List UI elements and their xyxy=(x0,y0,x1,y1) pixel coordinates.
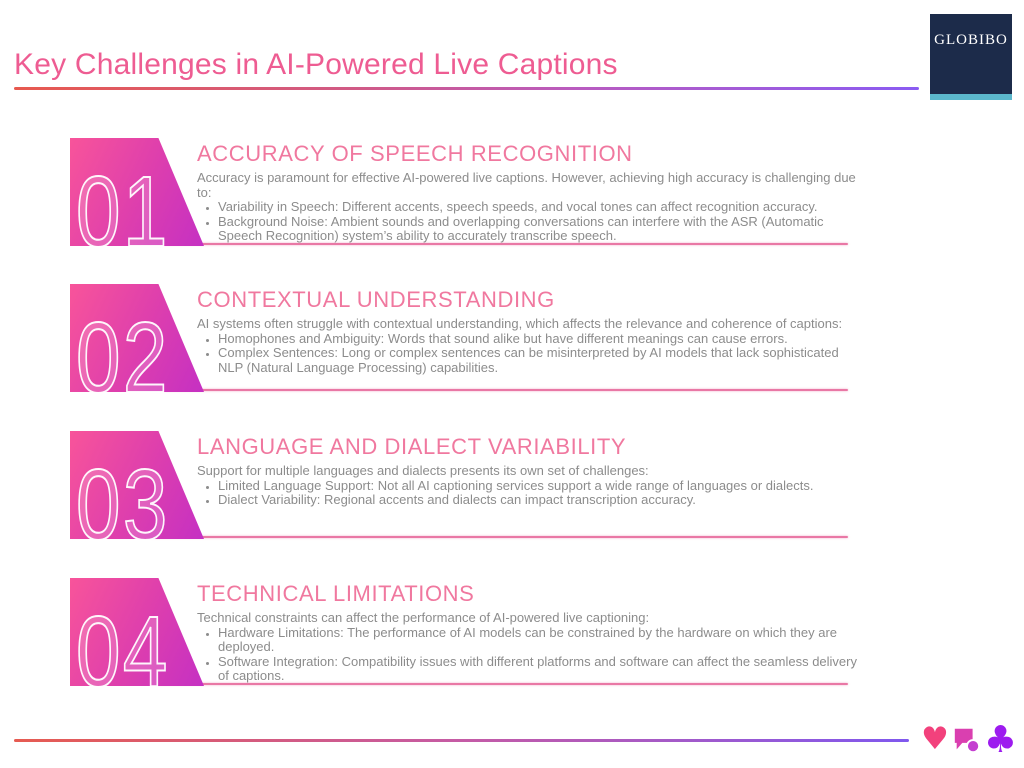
challenge-section-4: 04 TECHNICAL LIMITATIONS Technical const… xyxy=(0,578,1024,703)
section-content: TECHNICAL LIMITATIONS Technical constrai… xyxy=(197,581,859,684)
section-number: 04 xyxy=(75,596,170,708)
section-intro: Technical constraints can affect the per… xyxy=(197,610,650,625)
header-gradient-rule xyxy=(14,87,919,90)
globibo-logo: GLOBIBO xyxy=(930,14,1012,94)
chat-bubble-icon xyxy=(954,728,980,753)
globibo-logo-strip xyxy=(930,94,1012,100)
section-heading: ACCURACY OF SPEECH RECOGNITION xyxy=(197,141,633,166)
challenge-section-1: 01 ACCURACY OF SPEECH RECOGNITION Accura… xyxy=(0,138,1024,263)
section-bullets: Hardware Limitations: The performance of… xyxy=(197,625,859,684)
bullet-item: Complex Sentences: Long or complex sente… xyxy=(218,345,859,375)
section-heading: CONTEXTUAL UNDERSTANDING xyxy=(197,287,555,312)
section-bullets: Limited Language Support: Not all AI cap… xyxy=(197,478,859,508)
section-number: 01 xyxy=(75,156,170,268)
number-badge-1: 01 xyxy=(70,138,204,263)
bullet-item: Homophones and Ambiguity: Words that sou… xyxy=(218,331,859,347)
challenge-section-3: 03 LANGUAGE AND DIALECT VARIABILITY Supp… xyxy=(0,431,1024,556)
section-content: LANGUAGE AND DIALECT VARIABILITY Support… xyxy=(197,434,859,508)
heart-icon: ♥ xyxy=(921,720,949,757)
footer-gradient-rule xyxy=(14,739,909,742)
bullet-item: Limited Language Support: Not all AI cap… xyxy=(218,478,859,494)
section-underline xyxy=(150,683,848,685)
bullet-item: Software Integration: Compatibility issu… xyxy=(218,654,859,684)
number-badge-4: 04 xyxy=(70,578,204,703)
section-bullets: Homophones and Ambiguity: Words that sou… xyxy=(197,331,859,376)
page-title: Key Challenges in AI-Powered Live Captio… xyxy=(14,48,618,81)
number-badge-3: 03 xyxy=(70,431,204,556)
section-content: CONTEXTUAL UNDERSTANDING AI systems ofte… xyxy=(197,287,859,375)
section-number: 03 xyxy=(75,449,170,561)
section-number: 02 xyxy=(75,302,170,414)
section-underline xyxy=(150,536,848,538)
section-content: ACCURACY OF SPEECH RECOGNITION Accuracy … xyxy=(197,141,859,244)
section-intro: Support for multiple languages and diale… xyxy=(197,463,649,478)
number-badge-2: 02 xyxy=(70,284,204,409)
section-underline xyxy=(150,243,848,245)
section-intro: AI systems often struggle with contextua… xyxy=(197,316,843,331)
section-intro: Accuracy is paramount for effective AI-p… xyxy=(197,170,856,200)
challenge-section-2: 02 CONTEXTUAL UNDERSTANDING AI systems o… xyxy=(0,284,1024,409)
section-heading: LANGUAGE AND DIALECT VARIABILITY xyxy=(197,434,627,459)
bullet-item: Background Noise: Ambient sounds and ove… xyxy=(218,214,859,244)
club-icon: ♣ xyxy=(983,717,1017,761)
section-underline xyxy=(150,389,848,391)
bullet-item: Hardware Limitations: The performance of… xyxy=(218,625,859,655)
section-bullets: Variability in Speech: Different accents… xyxy=(197,199,859,244)
bullet-item: Dialect Variability: Regional accents an… xyxy=(218,492,859,508)
section-heading: TECHNICAL LIMITATIONS xyxy=(197,581,475,606)
globibo-logo-text: GLOBIBO xyxy=(934,32,1008,48)
footer-icons: ♥ ♣ xyxy=(921,718,1017,760)
bullet-item: Variability in Speech: Different accents… xyxy=(218,199,859,215)
